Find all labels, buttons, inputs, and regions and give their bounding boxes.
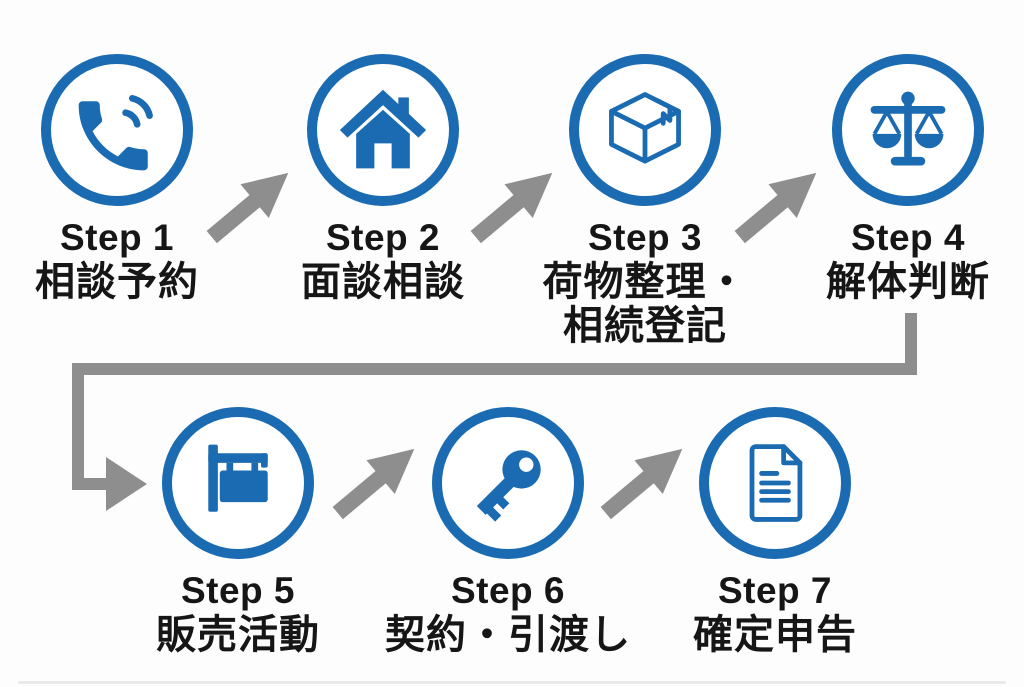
connector-line-vertical-from-step4 [905,313,917,375]
step-circle [41,54,193,206]
step-node-4: Step 4 解体判断 [778,54,1024,304]
connector-line-horizontal-short [72,478,108,490]
step-node-7: Step 7 確定申告 [645,407,905,657]
arrow-step5-to-step6-icon [332,448,415,520]
house-icon [339,89,427,169]
arrow-step2-to-step3-icon [470,172,553,244]
step-caption: 面談相談 [301,260,465,304]
step-label: Step 2 [325,217,441,258]
step-node-6: Step 6 契約・引渡し [378,407,638,657]
bottom-edge-line [18,681,1006,684]
step-caption-line1: 荷物整理・ [542,260,748,304]
connector-arrowhead-icon [106,457,147,511]
step-caption: 販売活動 [156,613,320,657]
arrow-step1-to-step2-icon [206,172,289,244]
key-icon [476,450,541,522]
package-box-icon [609,92,681,164]
step-circle [832,54,984,206]
arrow-step3-to-step4-icon [734,172,817,244]
step-node-5: Step 5 販売活動 [108,407,368,657]
balance-scale-icon [870,91,946,166]
step-label: Step 3 [587,217,703,258]
connector-line-vertical-to-step5 [72,363,84,490]
step-circle [432,407,584,559]
phone-icon [78,95,153,171]
step-label: Step 4 [850,217,966,258]
signboard-icon [208,444,268,512]
document-icon [749,444,803,522]
arrow-step6-to-step7-icon [600,448,683,520]
step-circle [569,54,721,206]
step-node-1: Step 1 相談予約 [0,54,247,304]
step-circle [162,407,314,559]
step-label: Step 1 [59,217,175,258]
step-caption: 相談予約 [35,260,199,304]
step-node-2: Step 2 面談相談 [253,54,513,304]
step-circle [307,54,459,206]
step-caption: 契約・引渡し [385,613,631,657]
step-label: Step 5 [180,570,296,611]
connector-line-horizontal [72,363,917,375]
step-caption: 荷物整理・ 相続登記 [515,260,775,348]
step-label: Step 6 [450,570,566,611]
step-caption-line2: 相続登記 [563,304,727,348]
step-caption: 確定申告 [693,613,857,657]
step-circle [699,407,851,559]
step-node-3: Step 3 荷物整理・ 相続登記 [515,54,775,348]
step-caption: 解体判断 [826,260,990,304]
step-label: Step 7 [717,570,833,611]
